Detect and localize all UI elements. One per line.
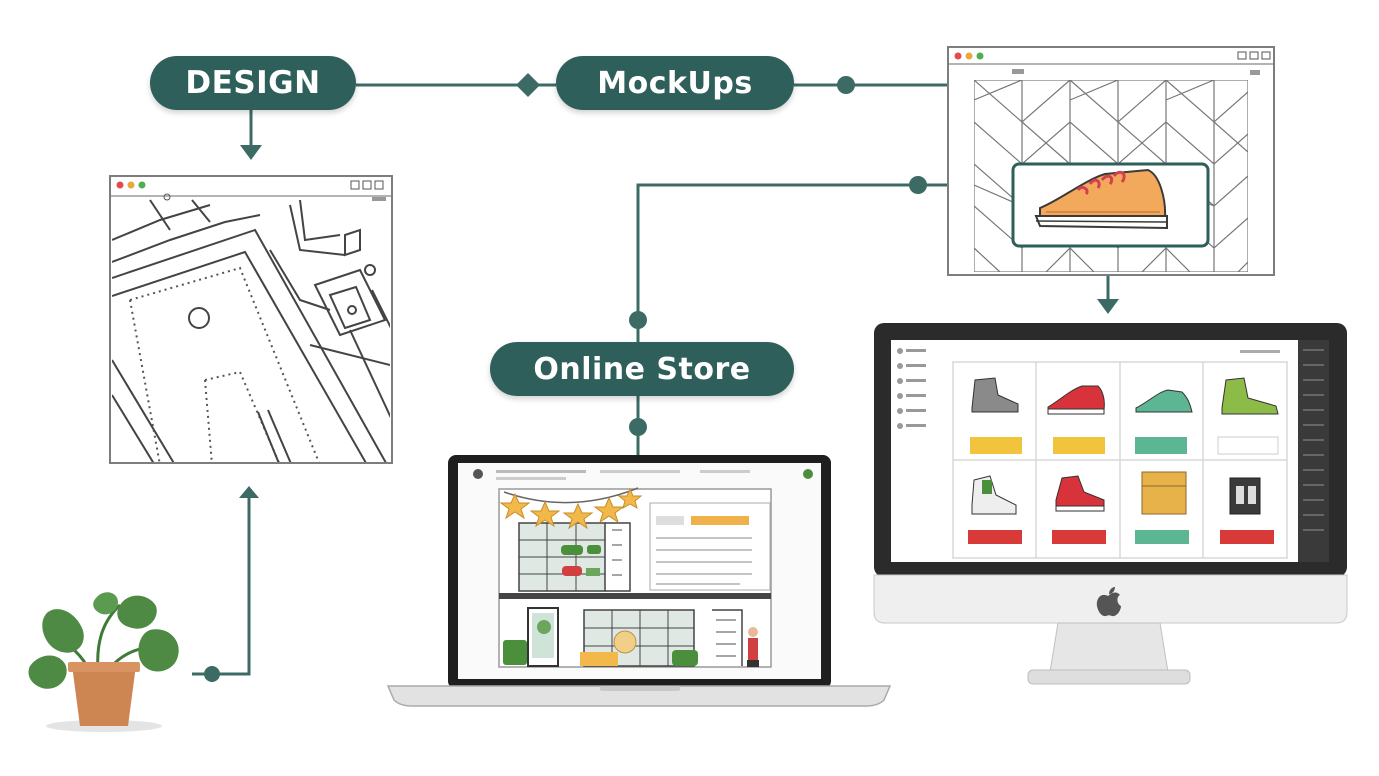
dot-marker [837, 76, 855, 94]
window-close-dot [116, 181, 124, 189]
shopkeeper-figure [748, 638, 758, 660]
window-minimize-dot [965, 52, 973, 60]
floor-plan-sketch [112, 199, 390, 462]
connector-plant-design [192, 495, 251, 676]
online-store-label: Online Store [533, 351, 751, 387]
potted-plant-icon [28, 592, 179, 732]
diamond-marker [516, 73, 540, 97]
connector-markers [204, 73, 1119, 682]
monitor-stand [1049, 622, 1169, 673]
arrow-up-marker [239, 486, 259, 498]
desktop-monitor [873, 323, 1348, 685]
bunting-stars [499, 487, 643, 530]
mockups-label-pill: MockUps [556, 56, 794, 110]
product-tags [968, 436, 1279, 544]
arrow-down-marker [1097, 299, 1119, 314]
laptop [386, 455, 892, 707]
window-minimize-dot [127, 181, 135, 189]
mockups-label: MockUps [597, 65, 753, 101]
design-label: DESIGN [185, 65, 321, 101]
dot-marker [629, 311, 647, 329]
design-label-pill: DESIGN [150, 56, 356, 110]
connector-mockup-store [636, 183, 948, 342]
dot-marker [909, 176, 927, 194]
product-shoes [971, 377, 1279, 515]
store-sidebar [897, 348, 926, 429]
sneaker-icon [1034, 168, 1168, 230]
mockup-window [947, 46, 1275, 276]
online-store-label-pill: Online Store [490, 342, 794, 396]
dot-marker [629, 418, 647, 436]
window-zoom-dot [138, 181, 146, 189]
dot-marker [204, 666, 220, 682]
design-wireframe-window [109, 175, 393, 464]
product-grid [952, 361, 1288, 559]
laptop-base [386, 685, 892, 707]
window-close-dot [954, 52, 962, 60]
window-zoom-dot [976, 52, 984, 60]
apple-logo-icon [1096, 587, 1121, 617]
arrow-down-marker [240, 145, 262, 160]
